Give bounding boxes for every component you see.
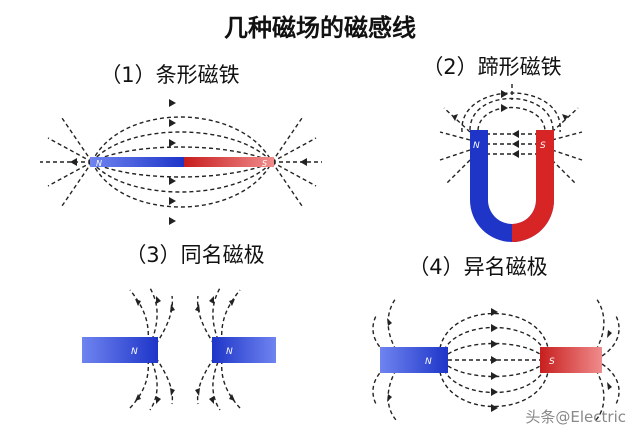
right-magnet-north bbox=[212, 337, 276, 363]
diagram-title: 几种磁场的磁感线 bbox=[224, 14, 416, 42]
bar-magnet-north-half bbox=[90, 157, 184, 167]
field-arrows bbox=[135, 296, 235, 404]
field-lines bbox=[129, 287, 241, 411]
north-pole-label: N bbox=[226, 347, 233, 357]
panel-bar-magnet: （1）条形磁铁 bbox=[40, 63, 322, 225]
field-lines bbox=[439, 84, 583, 185]
panel-like-poles: （3）同名磁极 bbox=[82, 243, 276, 411]
south-pole-label: S bbox=[262, 159, 267, 168]
watermark: 头条@Electric bbox=[525, 408, 626, 426]
north-pole-label: N bbox=[425, 357, 432, 367]
panel-horseshoe-magnet: （2）蹄形磁铁 N bbox=[422, 55, 583, 242]
field-arrows bbox=[452, 90, 568, 158]
panel-label: （1）条形磁铁 bbox=[100, 63, 239, 87]
north-pole-label: N bbox=[131, 347, 138, 357]
north-pole-label: N bbox=[473, 141, 480, 151]
left-magnet-north bbox=[82, 337, 158, 363]
left-magnet-north bbox=[380, 347, 448, 373]
field-arrows bbox=[387, 308, 612, 412]
south-pole-label: S bbox=[540, 141, 546, 151]
north-pole-label: N bbox=[96, 159, 102, 168]
right-magnet-south bbox=[540, 347, 602, 373]
panel-label: （2）蹄形磁铁 bbox=[422, 55, 561, 79]
bar-magnet-south-half bbox=[184, 157, 274, 167]
field-lines bbox=[40, 116, 322, 208]
horseshoe-magnet-south-arm bbox=[512, 130, 554, 242]
panel-unlike-poles: （4）异名磁极 bbox=[372, 255, 620, 421]
field-arrows bbox=[70, 99, 307, 225]
south-pole-label: S bbox=[549, 357, 555, 367]
panel-label: （4）异名磁极 bbox=[408, 255, 547, 279]
panel-label: （3）同名磁极 bbox=[125, 243, 264, 267]
